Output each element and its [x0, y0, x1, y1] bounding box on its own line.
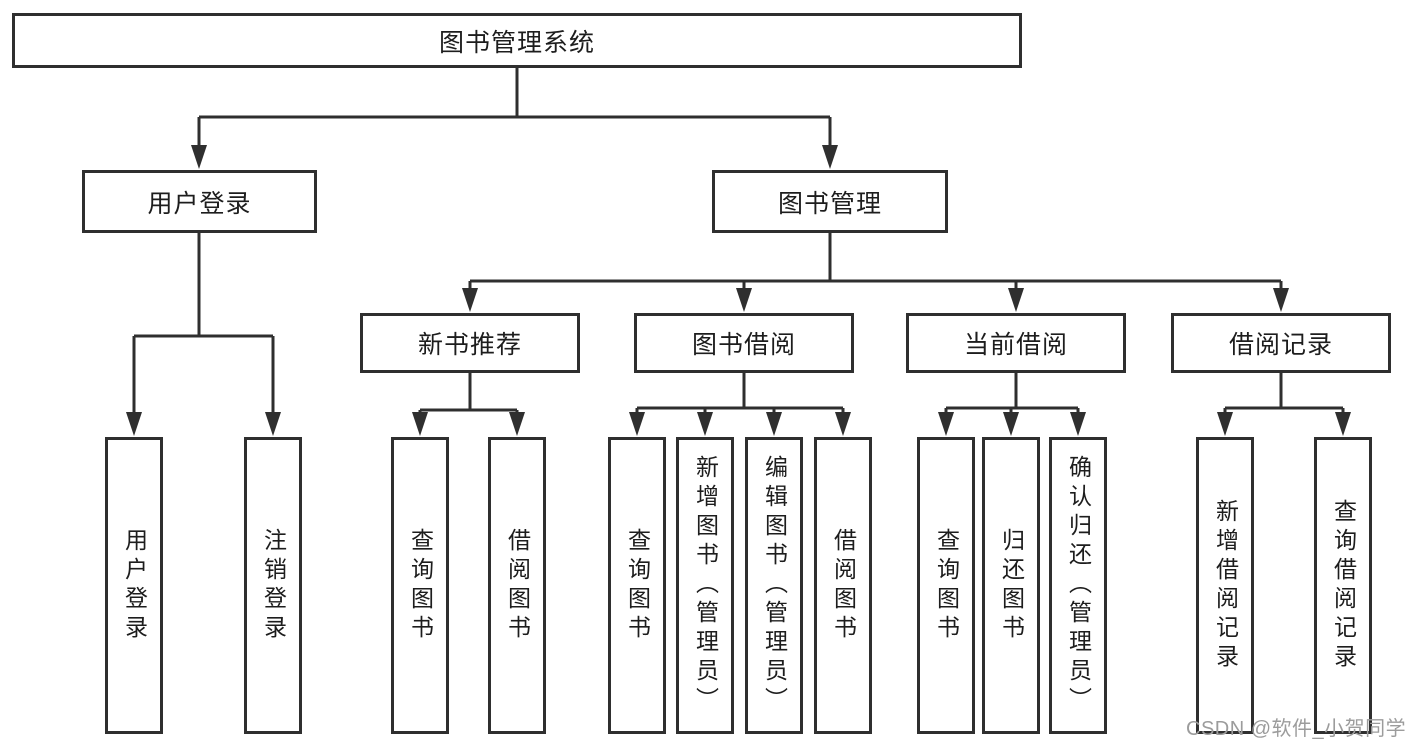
leaf-query-book-current: 查询图书 — [917, 437, 975, 734]
arrowhead-icon — [835, 412, 851, 436]
leaf-borrow-book-label: 借阅图书 — [830, 527, 857, 644]
node-book-management-label: 图书管理 — [777, 189, 882, 218]
node-current-borrow: 当前借阅 — [906, 313, 1126, 373]
node-library-system-label: 图书管理系统 — [438, 28, 595, 57]
arrowhead-icon — [1003, 412, 1019, 436]
leaf-logout-login-label: 注销登录 — [260, 527, 287, 644]
leaf-add-borrow-record-label: 新增借阅记录 — [1212, 498, 1239, 673]
leaf-borrow-book-recommend: 借阅图书 — [488, 437, 546, 734]
arrowhead-icon — [265, 412, 281, 436]
arrowhead-icon — [697, 412, 713, 436]
connector-records-to-leaves — [1223, 373, 1345, 415]
leaf-user-login: 用户登录 — [105, 437, 163, 734]
leaf-query-book-borrow-label: 查询图书 — [624, 527, 651, 644]
node-book-management: 图书管理 — [712, 170, 948, 233]
arrowhead-icon — [1217, 412, 1233, 436]
connector-arrowheads — [126, 145, 1351, 436]
node-user-login-label: 用户登录 — [147, 189, 252, 218]
arrowhead-icon — [509, 412, 525, 436]
arrowhead-icon — [766, 412, 782, 436]
node-user-login: 用户登录 — [82, 170, 317, 233]
node-current-borrow-label: 当前借阅 — [963, 331, 1068, 359]
leaf-return-book: 归还图书 — [982, 437, 1040, 734]
arrowhead-icon — [412, 412, 428, 436]
connector-book-mgmt-to-level3 — [468, 233, 1283, 291]
connector-lines — [132, 68, 1345, 415]
leaf-query-borrow-record: 查询借阅记录 — [1314, 437, 1372, 734]
node-borrow-records: 借阅记录 — [1171, 313, 1391, 373]
leaf-borrow-book-recommend-label: 借阅图书 — [504, 527, 531, 644]
connector-user-login-to-leaves — [132, 233, 275, 415]
arrowhead-icon — [736, 288, 752, 312]
arrowhead-icon — [822, 145, 838, 169]
node-new-book-recommend-label: 新书推荐 — [417, 331, 522, 359]
connector-new-books-to-leaves — [418, 373, 519, 415]
node-book-borrow: 图书借阅 — [634, 313, 854, 373]
arrowhead-icon — [126, 412, 142, 436]
leaf-add-book-admin-label: 新增图书（管理员） — [692, 455, 719, 716]
arrowhead-icon — [1335, 412, 1351, 436]
arrowhead-icon — [462, 288, 478, 312]
node-library-system: 图书管理系统 — [12, 13, 1022, 68]
connector-root-to-level2 — [197, 68, 832, 148]
connector-current-to-leaves — [944, 373, 1080, 415]
leaf-return-book-label: 归还图书 — [998, 527, 1025, 644]
leaf-query-book-recommend-label: 查询图书 — [407, 527, 434, 644]
leaf-edit-book-admin-label: 编辑图书（管理员） — [761, 455, 788, 716]
leaf-add-borrow-record: 新增借阅记录 — [1196, 437, 1254, 734]
node-borrow-records-label: 借阅记录 — [1228, 331, 1333, 359]
watermark: CSDN @软件_小贺同学 — [1186, 718, 1405, 740]
leaf-borrow-book: 借阅图书 — [814, 437, 872, 734]
connector-borrow-to-leaves — [635, 373, 845, 415]
leaf-confirm-return-admin-label: 确认归还（管理员） — [1065, 455, 1092, 716]
leaf-query-book-borrow: 查询图书 — [608, 437, 666, 734]
leaf-user-login-label: 用户登录 — [121, 527, 148, 644]
leaf-edit-book-admin: 编辑图书（管理员） — [745, 437, 803, 734]
arrowhead-icon — [938, 412, 954, 436]
leaf-logout-login: 注销登录 — [244, 437, 302, 734]
arrowhead-icon — [1273, 288, 1289, 312]
leaf-query-book-current-label: 查询图书 — [933, 527, 960, 644]
node-book-borrow-label: 图书借阅 — [691, 331, 796, 359]
arrowhead-icon — [1070, 412, 1086, 436]
node-new-book-recommend: 新书推荐 — [360, 313, 580, 373]
leaf-query-book-recommend: 查询图书 — [391, 437, 449, 734]
leaf-add-book-admin: 新增图书（管理员） — [676, 437, 734, 734]
arrowhead-icon — [629, 412, 645, 436]
arrowhead-icon — [1008, 288, 1024, 312]
leaf-query-borrow-record-label: 查询借阅记录 — [1330, 498, 1357, 673]
arrowhead-icon — [191, 145, 207, 169]
leaf-confirm-return-admin: 确认归还（管理员） — [1049, 437, 1107, 734]
